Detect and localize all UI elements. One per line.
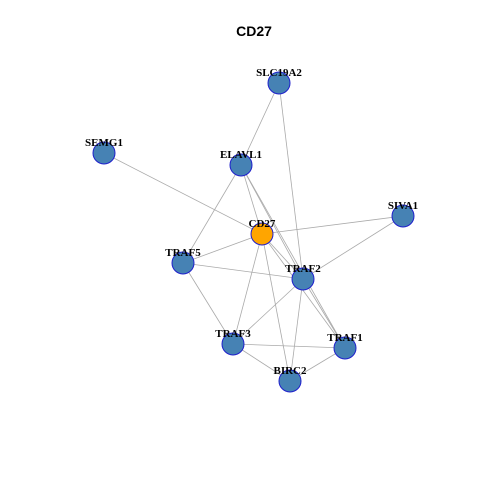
node-label-traf1: TRAF1	[327, 332, 362, 344]
edge-traf5-traf3	[182, 262, 234, 345]
node-label-semg1: SEMG1	[85, 137, 123, 149]
node-birc2[interactable]	[278, 369, 302, 393]
node-traf1[interactable]	[333, 336, 357, 360]
edge-elavl1-traf1	[240, 164, 346, 349]
node-label-traf5: TRAF5	[165, 247, 201, 259]
labels-layer: SLC19A2SEMG1ELAVL1SIVA1CD27TRAF5TRAF2TRA…	[85, 67, 418, 377]
node-label-traf2: TRAF2	[285, 263, 321, 275]
edge-cd27-semg1	[103, 152, 263, 235]
node-elavl1[interactable]	[229, 153, 253, 177]
edge-siva1-traf2	[302, 215, 404, 280]
node-cd27[interactable]	[250, 222, 274, 246]
edge-traf5-traf2	[182, 262, 304, 280]
edge-traf2-birc2	[289, 278, 304, 382]
edge-cd27-siva1	[261, 215, 404, 235]
graph-title: CD27	[236, 23, 272, 39]
edge-cd27-traf1	[261, 233, 346, 349]
node-label-siva1: SIVA1	[388, 200, 418, 212]
nodes-layer	[92, 71, 415, 393]
node-traf5[interactable]	[171, 251, 195, 275]
edge-cd27-traf5	[182, 233, 263, 264]
edge-slc19a2-traf2	[278, 82, 304, 280]
node-label-slc19a2: SLC19A2	[256, 67, 302, 79]
edge-traf2-traf3	[232, 278, 304, 345]
node-label-traf3: TRAF3	[215, 328, 251, 340]
node-traf2[interactable]	[291, 267, 315, 291]
edge-elavl1-traf2	[240, 164, 304, 280]
edge-elavl1-traf5	[182, 164, 242, 264]
node-label-elavl1: ELAVL1	[220, 149, 262, 161]
edge-cd27-traf3	[232, 233, 263, 345]
edge-cd27-birc2	[261, 233, 291, 382]
node-traf3[interactable]	[221, 332, 245, 356]
node-siva1[interactable]	[391, 204, 415, 228]
edge-cd27-elavl1	[240, 164, 263, 235]
edge-traf3-traf1	[232, 343, 346, 349]
node-semg1[interactable]	[92, 141, 116, 165]
node-slc19a2[interactable]	[267, 71, 291, 95]
node-label-birc2: BIRC2	[273, 365, 307, 377]
node-label-cd27: CD27	[249, 218, 276, 230]
edge-slc19a2-elavl1	[240, 82, 280, 166]
edge-traf2-traf1	[302, 278, 346, 349]
